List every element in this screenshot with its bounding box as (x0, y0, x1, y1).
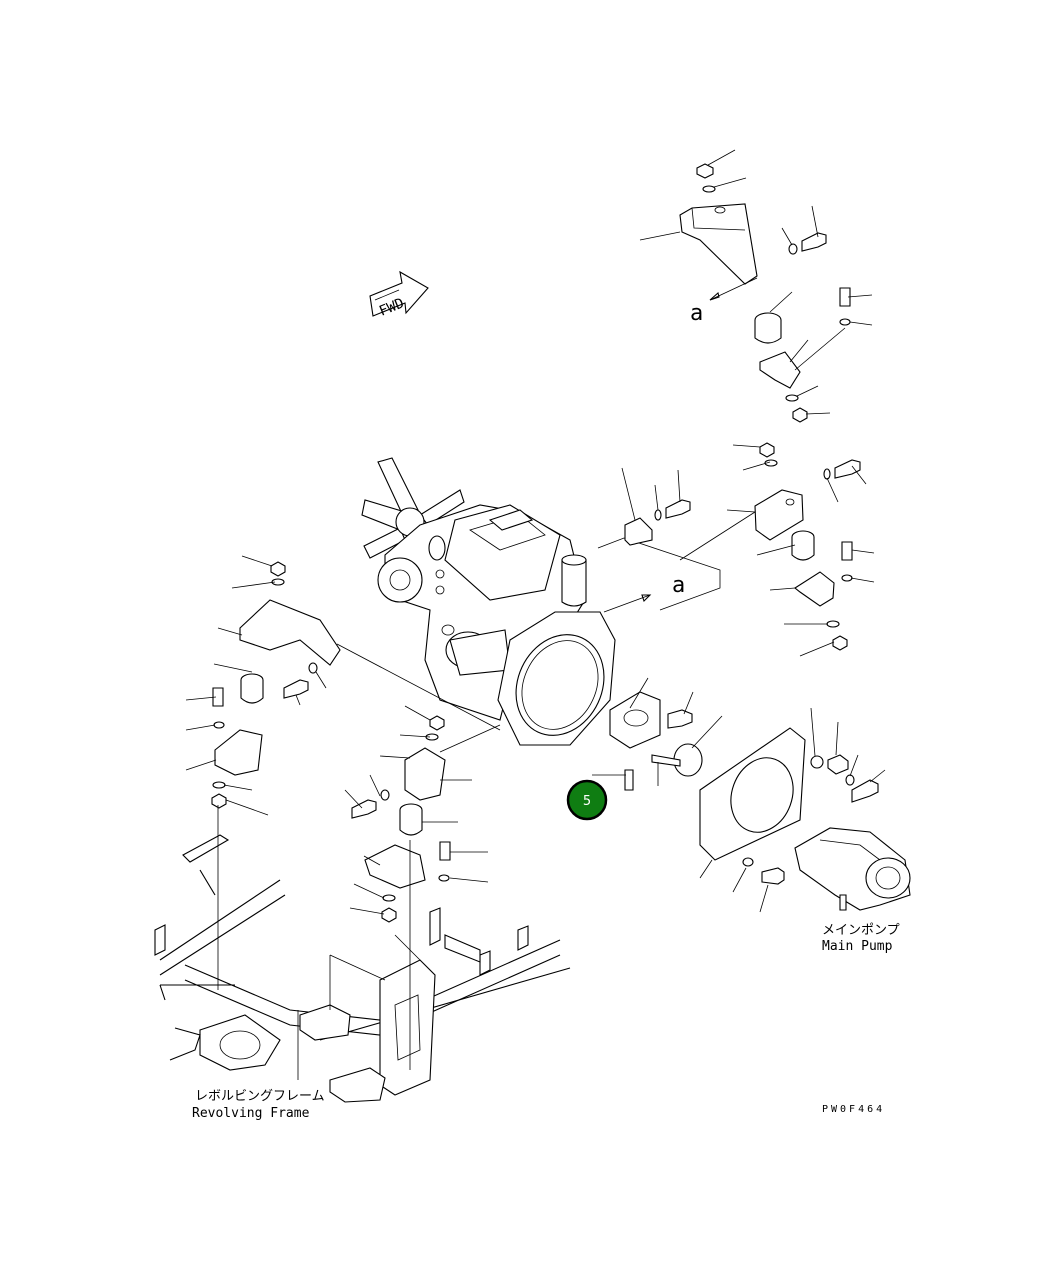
coupling-assembly (592, 677, 723, 791)
revolving-frame-label-en: Revolving Frame (192, 1106, 310, 1121)
flange-plate (699, 707, 886, 913)
engine (361, 457, 616, 746)
front-right-mount: a (639, 149, 873, 423)
rear-right-mount: a (597, 442, 875, 657)
fwd-arrow: FWD (369, 270, 429, 320)
left-rear-mount (185, 555, 501, 816)
drawing-code: PW0F464 (822, 1104, 885, 1115)
revolving-frame-label-jp: レボルビングフレーム (195, 1089, 325, 1104)
fwd-label: FWD (377, 295, 406, 319)
callout-5-marker[interactable]: 5 (566, 779, 608, 821)
revolving-frame: レボルビングフレーム Revolving Frame (154, 805, 571, 1121)
engine-bracket-top (621, 467, 691, 546)
main-pump: メインポンプ Main Pump (794, 827, 911, 954)
callout-5-number: 5 (583, 794, 591, 809)
left-front-mount (344, 705, 501, 923)
main-pump-label-en: Main Pump (822, 939, 893, 954)
view-marker-a-mid: a (672, 573, 685, 598)
view-marker-a-top: a (690, 301, 703, 326)
main-pump-label-jp: メインポンプ (822, 923, 900, 938)
